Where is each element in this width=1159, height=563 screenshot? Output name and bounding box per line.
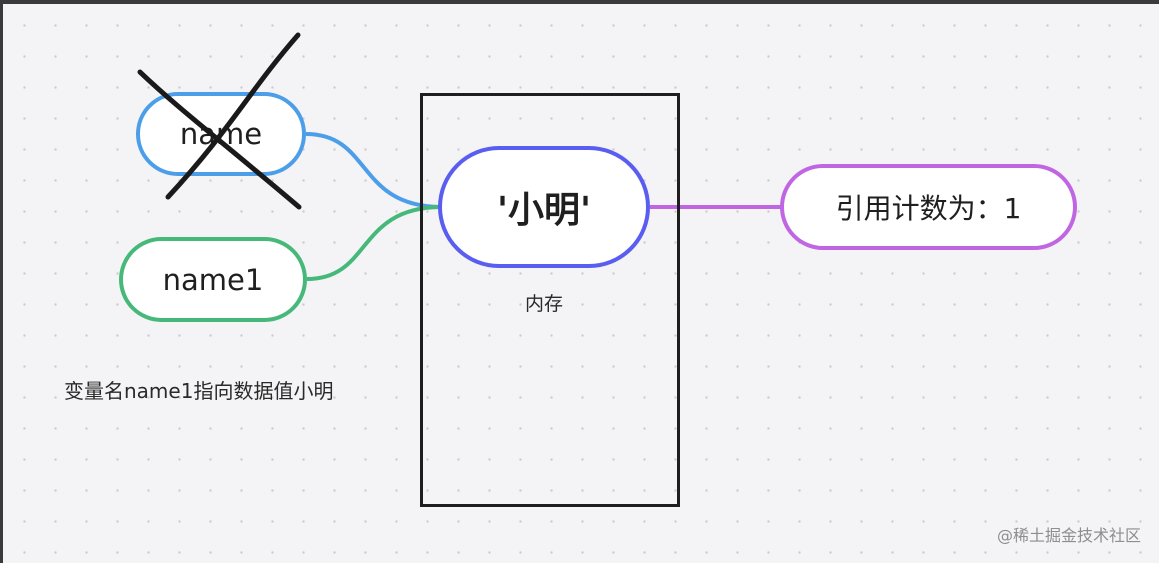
memory-label: 内存 [525,293,564,315]
variable-node-name[interactable]: name [136,92,306,176]
ref-count-node-label: 引用计数为：1 [835,192,1022,225]
value-node[interactable]: '小明' [438,146,650,268]
caption-text: 变量名name1指向数据值小明 [64,379,334,403]
ref-count-node[interactable]: 引用计数为：1 [780,164,1077,250]
value-node-label: '小明' [496,190,592,231]
variable-node-name1[interactable]: name1 [119,237,307,322]
memory-box [420,93,680,507]
variable-node-name-label: name [179,117,263,151]
variable-node-name1-label: name1 [162,262,264,297]
watermark: @稀土掘金技术社区 [996,526,1141,545]
